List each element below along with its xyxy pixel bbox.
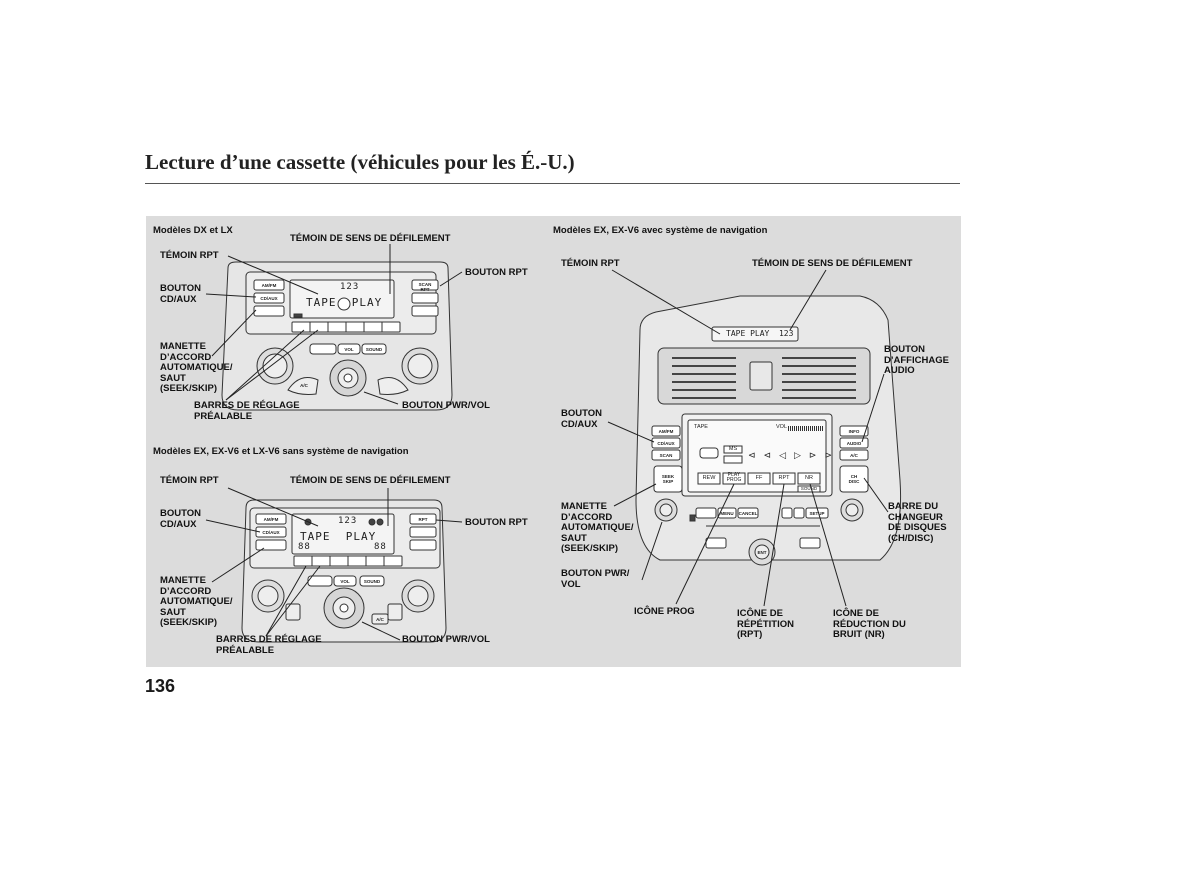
nav-scan-button[interactable]: SCAN: [659, 453, 673, 458]
dx-sens-label: TÉMOIN DE SENS DE DÉFILEMENT: [290, 233, 451, 244]
nav-ms-button[interactable]: MS: [728, 446, 738, 452]
nav-ac-button[interactable]: A/C: [850, 453, 858, 458]
nav-cdaux-label: BOUTON CD/AUX: [561, 408, 602, 430]
dx-seek-skip-label: MANETTE D’ACCORD AUTOMATIQUE/ SAUT (SEEK…: [160, 341, 233, 394]
dx-cdaux-button[interactable]: CD/AUX: [260, 296, 278, 301]
ex-seek-skip-label: MANETTE D’ACCORD AUTOMATIQUE/ SAUT (SEEK…: [160, 575, 233, 628]
dx-lx-radio-unit: [221, 261, 453, 411]
ex-preset-bars-label: BARRES DE RÉGLAGE PRÉALABLE: [216, 634, 322, 656]
leader-lines: [205, 244, 889, 641]
ex-nav-header: Modèles EX, EX-V6 avec système de naviga…: [553, 225, 768, 236]
dx-preset-bars-label: BARRES DE RÉGLAGE PRÉALABLE: [194, 400, 300, 422]
ex-rpt-indicator-label: TÉMOIN RPT: [160, 475, 219, 486]
nav-sound-icon[interactable]: SOUND: [800, 486, 818, 491]
ex-nonav-header: Modèles EX, EX-V6 et LX-V6 sans système …: [153, 446, 409, 457]
ex-cdaux-label: BOUTON CD/AUX: [160, 508, 201, 530]
dx-amfm-button[interactable]: AM/FM: [261, 283, 277, 288]
nav-volume-meter: [788, 426, 824, 431]
nav-transport-arrows: ⊲⊲◁▷⊳⊳: [748, 450, 841, 460]
nav-rpt-icon[interactable]: RPT: [778, 475, 790, 481]
nav-sens-label: TÉMOIN DE SENS DE DÉFILEMENT: [752, 258, 913, 269]
nav-ch-disc-label: BARRE DU CHANGEUR DE DISQUES (CH/DISC): [888, 501, 947, 544]
nav-audio-button[interactable]: AUDIO: [846, 441, 862, 446]
nav-cdaux-button[interactable]: CD/AUX: [657, 441, 675, 446]
ex-ac-button[interactable]: A/C: [376, 617, 384, 622]
dx-sound-button[interactable]: SOUND: [365, 347, 383, 352]
ex-lcd-main: TAPE PLAY: [300, 530, 377, 543]
nav-seek-skip-label: MANETTE D’ACCORD AUTOMATIQUE/ SAUT (SEEK…: [561, 501, 634, 554]
nav-prog-icon-label: ICÔNE PROG: [634, 606, 695, 617]
ex-amfm-button[interactable]: AM/FM: [263, 517, 279, 522]
nav-play-prog-icon[interactable]: PLAY PROG: [726, 472, 742, 483]
dx-lx-header: Modèles DX et LX: [153, 225, 233, 236]
nav-nr-icon-label: ICÔNE DE RÉDUCTION DU BRUIT (NR): [833, 608, 906, 640]
dx-pwr-vol-label: BOUTON PWR/VOL: [402, 400, 490, 411]
ex-lcd-right: 88: [374, 542, 387, 552]
nav-seek-skip-bar[interactable]: SEEK SKIP: [661, 474, 675, 484]
ex-lcd-left: 88: [298, 542, 311, 552]
nav-info-button[interactable]: INFO: [848, 429, 860, 434]
ex-vol-button[interactable]: VOL: [340, 579, 350, 584]
nav-ch-disc-bar[interactable]: CH DISC: [848, 474, 860, 484]
nav-audio-display-label: BOUTON D’AFFICHAGE AUDIO: [884, 344, 949, 376]
dx-lcd-number: 123: [340, 282, 360, 292]
ex-rpt-button[interactable]: RPT: [418, 517, 428, 522]
dx-scan-rpt-button[interactable]: SCAN RPT: [418, 282, 432, 292]
dx-rpt-button-label: BOUTON RPT: [465, 267, 528, 278]
nav-rpt-indicator-label: TÉMOIN RPT: [561, 258, 620, 269]
page-number: 136: [145, 676, 176, 696]
dx-ac-button[interactable]: A/C: [300, 383, 308, 388]
nav-rew-icon[interactable]: REW: [702, 475, 716, 481]
ex-sound-button[interactable]: SOUND: [363, 579, 381, 584]
ex-pwr-vol-label: BOUTON PWR/VOL: [402, 634, 490, 645]
nav-nr-icon[interactable]: NR: [805, 475, 813, 481]
ex-rpt-button-label: BOUTON RPT: [465, 517, 528, 528]
nav-pwr-vol-label: BOUTON PWR/ VOL: [561, 568, 630, 590]
page-title: Lecture d’une cassette (véhicules pour l…: [145, 150, 575, 174]
dx-rpt-indicator-label: TÉMOIN RPT: [160, 250, 219, 261]
ex-lcd-number: 123: [338, 516, 358, 526]
nav-amfm-button[interactable]: AM/FM: [658, 429, 674, 434]
nav-screen-tape: TAPE: [694, 424, 708, 430]
nav-strip-display: TAPE PLAY 123: [726, 329, 794, 338]
title-rule: [145, 183, 960, 184]
ex-sens-label: TÉMOIN DE SENS DE DÉFILEMENT: [290, 475, 451, 486]
nav-menu-button[interactable]: MENU: [720, 511, 734, 516]
dx-lcd-main: TAPE PLAY: [306, 296, 383, 309]
dx-cdaux-label: BOUTON CD/AUX: [160, 283, 201, 305]
nav-cancel-button[interactable]: CANCEL: [738, 511, 758, 516]
ex-nonav-radio-unit: [241, 499, 447, 643]
nav-repeat-icon-label: ICÔNE DE RÉPÉTITION (RPT): [737, 608, 795, 640]
nav-setup-button[interactable]: SETUP: [809, 511, 825, 516]
nav-screen-vol: VOL: [776, 424, 788, 430]
ex-cdaux-button[interactable]: CD/AUX: [262, 530, 280, 535]
nav-ent-button[interactable]: ENT: [757, 550, 767, 555]
ex-nav-dashboard-unit: [635, 295, 902, 566]
nav-ff-icon[interactable]: FF: [755, 475, 763, 481]
dx-vol-button[interactable]: VOL: [344, 347, 354, 352]
